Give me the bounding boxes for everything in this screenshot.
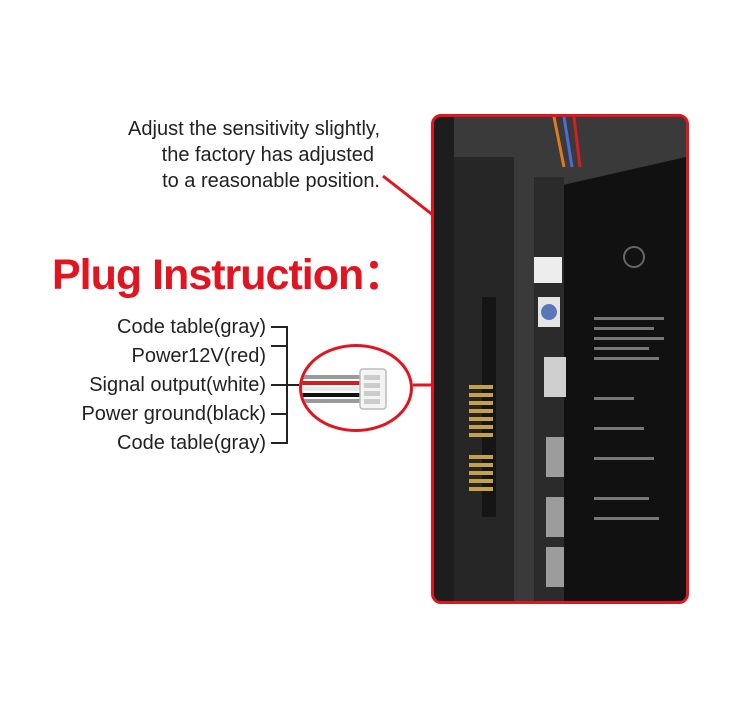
connector-plug-icon <box>302 368 387 410</box>
pin-label-power-12v: Power12V(red) <box>131 345 266 367</box>
bracket-bottom <box>271 385 288 444</box>
bracket-top <box>271 326 288 347</box>
pin-label-power-ground: Power ground(black) <box>81 403 266 425</box>
sensitivity-note: Adjust the sensitivity slightly, the fac… <box>40 116 380 194</box>
device-photo <box>431 114 689 604</box>
coin-acceptor-photo <box>434 117 686 601</box>
note-line-3: to a reasonable position. <box>162 170 380 192</box>
pin-label-code-table-2: Code table(gray) <box>117 432 266 454</box>
note-line-1: Adjust the sensitivity slightly, <box>128 118 380 140</box>
plug-instruction-heading: Plug Instruction： <box>52 251 406 299</box>
note-line-2: the factory has adjusted <box>161 144 374 166</box>
pin-label-signal-output: Signal output(white) <box>89 374 266 396</box>
plug-zoom-circle <box>299 344 413 432</box>
pin-label-code-table-1: Code table(gray) <box>117 316 266 338</box>
